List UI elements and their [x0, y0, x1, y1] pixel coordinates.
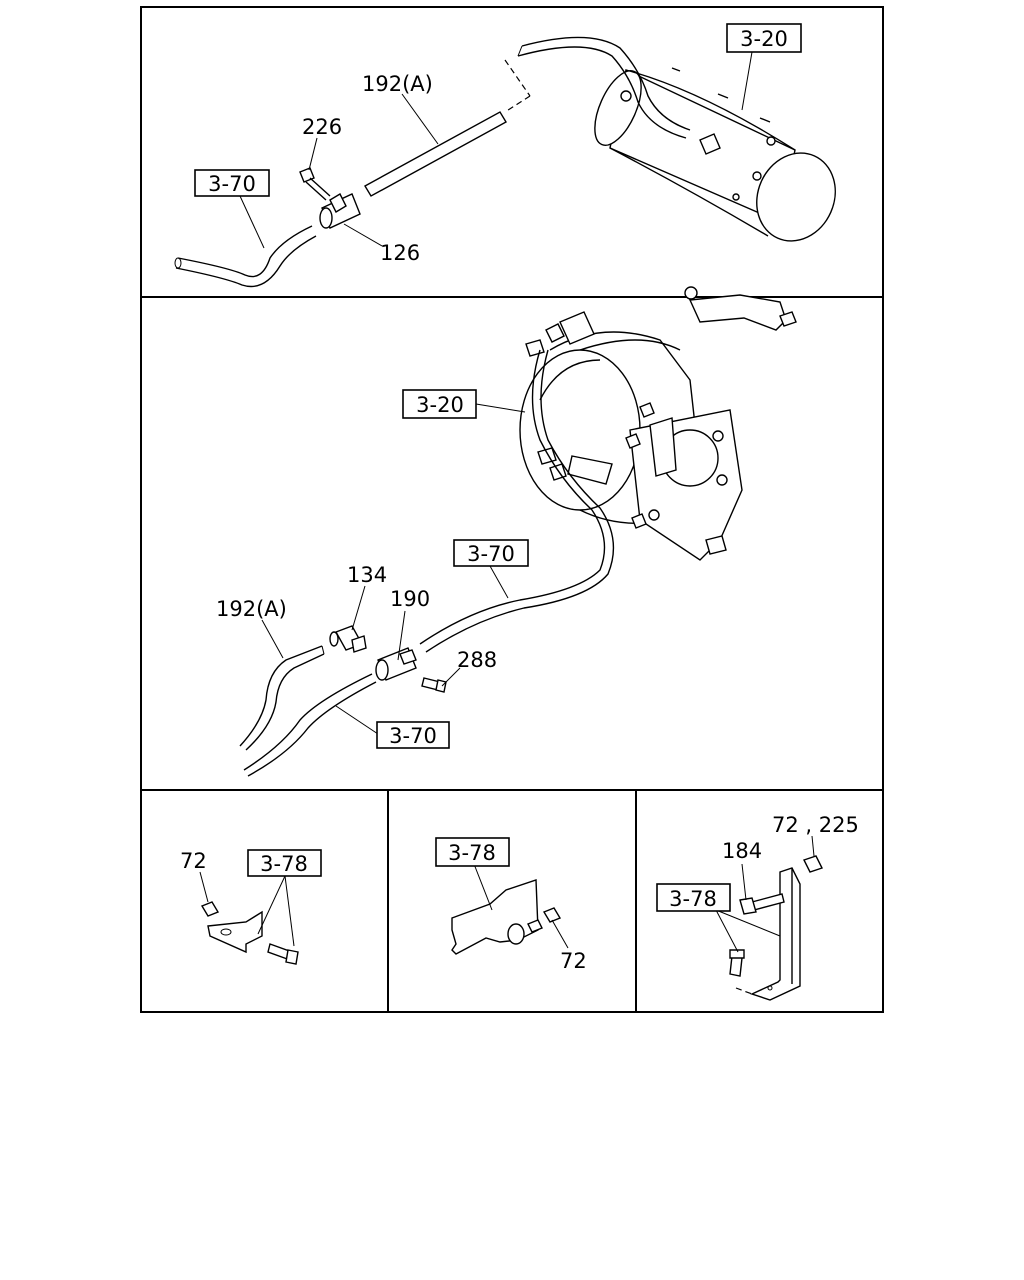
- part-label-288[interactable]: 288: [457, 648, 497, 672]
- tee-190: [375, 647, 417, 681]
- ref-box-3-20-top[interactable]: 3-20: [726, 23, 802, 53]
- pipe-3-70-mid-upper: [419, 349, 615, 653]
- ref-label-3-78-bl: 3-78: [260, 852, 308, 876]
- bracket-bottom-left: [200, 901, 299, 965]
- middle-leaders: [261, 403, 526, 735]
- part-label-134[interactable]: 134: [347, 563, 387, 587]
- ref-box-3-78-bl[interactable]: 3-78: [247, 849, 322, 877]
- pipe-3-70-mid-lower: [243, 673, 377, 777]
- pipe-3-70-top: [174, 225, 317, 288]
- ref-box-3-78-br[interactable]: 3-78: [656, 883, 731, 912]
- ref-label-3-20-mid: 3-20: [416, 393, 464, 417]
- ref-label-3-78-br: 3-78: [669, 887, 717, 911]
- ref-box-3-70-mid-lower[interactable]: 3-70: [376, 721, 450, 749]
- ref-box-3-70-mid-upper[interactable]: 3-70: [453, 539, 529, 567]
- part-label-192a-mid[interactable]: 192(A): [216, 597, 287, 621]
- hose-192a-mid: [239, 645, 325, 751]
- ref-box-3-78-bm[interactable]: 3-78: [435, 837, 510, 867]
- part-label-72-225[interactable]: 72 , 225: [772, 813, 859, 837]
- part-label-126[interactable]: 126: [380, 241, 420, 265]
- air-tank-drawing: [504, 36, 836, 242]
- modulator-unit-drawing: [519, 286, 797, 561]
- union-126-tee: [299, 167, 361, 229]
- ref-label-3-70-mid-upper: 3-70: [467, 542, 515, 566]
- part-label-184[interactable]: 184: [722, 839, 762, 863]
- bracket-bottom-middle: [451, 879, 562, 955]
- bottom-right-leaders: [715, 835, 815, 953]
- part-label-226[interactable]: 226: [302, 115, 342, 139]
- part-label-192a-top[interactable]: 192(A): [362, 72, 433, 96]
- ref-label-3-20-top: 3-20: [740, 27, 788, 51]
- ref-label-3-70-mid-lower: 3-70: [389, 724, 437, 748]
- bracket-bottom-right: [729, 855, 823, 1001]
- top-leaders: [239, 51, 753, 249]
- bottom-middle-leaders: [473, 863, 569, 949]
- ref-box-3-20-mid[interactable]: 3-20: [402, 389, 477, 419]
- part-label-72-bl[interactable]: 72: [180, 849, 207, 873]
- part-label-190[interactable]: 190: [390, 587, 430, 611]
- part-label-72-bm[interactable]: 72: [560, 949, 587, 973]
- bottom-left-leaders: [199, 871, 295, 947]
- ref-box-3-70-top[interactable]: 3-70: [194, 169, 270, 197]
- elbow-134: [329, 625, 367, 653]
- ref-label-3-78-bm: 3-78: [448, 841, 496, 865]
- hose-192a-top: [364, 111, 507, 197]
- bolt-288: [421, 677, 447, 693]
- ref-label-3-70-top: 3-70: [208, 172, 256, 196]
